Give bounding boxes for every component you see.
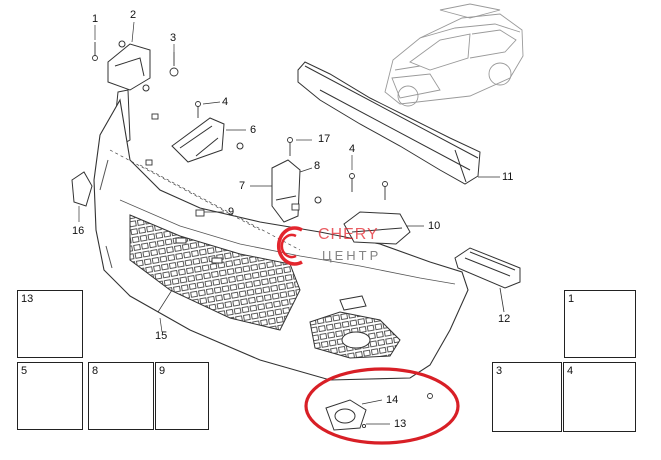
callout-13: 13 <box>394 418 407 430</box>
detail-box-3: 3 <box>492 362 562 432</box>
detail-box-9-label: 9 <box>159 365 166 377</box>
callout-2: 2 <box>130 9 137 21</box>
chery-logo-mark <box>276 226 303 266</box>
highlight-ellipse <box>304 367 460 445</box>
callout-10: 10 <box>428 220 441 232</box>
part-16-cover <box>71 171 93 207</box>
detail-box-4-label: 4 <box>567 365 574 377</box>
detail-box-5: 5 <box>17 362 83 430</box>
callout-11: 11 <box>502 171 514 183</box>
leader-lines <box>78 21 424 425</box>
watermark-brand: CHERY <box>318 226 379 243</box>
detail-box-13-label: 13 <box>21 293 34 305</box>
callout-4-mid: 4 <box>349 143 356 155</box>
callout-3: 3 <box>170 32 177 44</box>
screws-and-clips <box>92 42 433 429</box>
detail-box-3-label: 3 <box>496 365 503 377</box>
car-illustration <box>384 3 524 107</box>
detail-box-5-label: 5 <box>21 365 28 377</box>
callout-16: 16 <box>72 225 85 237</box>
callout-6: 6 <box>250 124 257 136</box>
detail-box-8-label: 8 <box>92 365 99 377</box>
part-2-bracket <box>107 40 151 92</box>
callout-9: 9 <box>228 206 235 218</box>
part-10-bracket <box>343 211 411 245</box>
detail-box-9: 9 <box>155 362 209 430</box>
detail-box-1: 1 <box>564 290 636 358</box>
part-14-foglamp-cover <box>325 399 367 431</box>
callout-12: 12 <box>498 313 511 325</box>
part-12-bracket <box>454 247 521 313</box>
part-11-absorber <box>297 61 500 185</box>
callout-14: 14 <box>386 394 399 406</box>
callout-8: 8 <box>314 160 321 172</box>
detail-box-4: 4 <box>563 362 636 432</box>
watermark-sub: ЦЕНТР <box>322 248 382 263</box>
part-6-bracket <box>171 117 244 163</box>
callout-4-top: 4 <box>222 96 229 108</box>
detail-box-8: 8 <box>88 362 154 430</box>
callout-15: 15 <box>155 330 168 342</box>
callout-1: 1 <box>92 13 99 25</box>
callout-7: 7 <box>239 180 246 192</box>
detail-box-1-label: 1 <box>568 293 575 305</box>
detail-box-13: 13 <box>17 290 83 358</box>
callout-17: 17 <box>318 133 331 145</box>
